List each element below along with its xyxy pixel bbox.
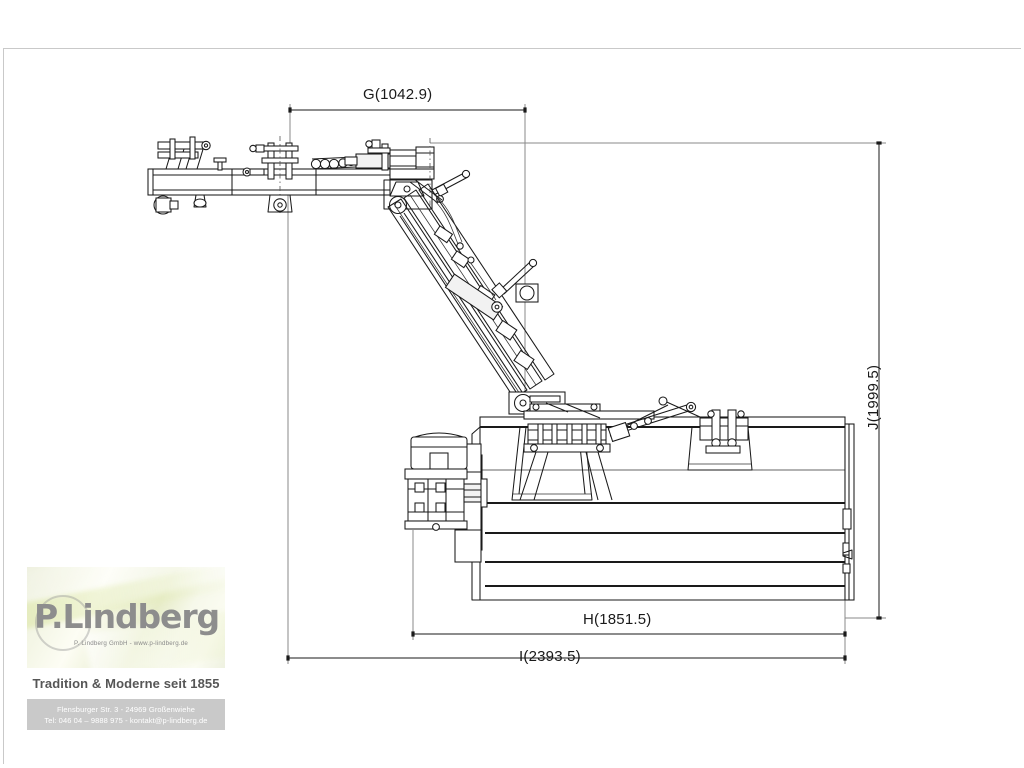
logo-address: Flensburger Str. 3 - 24969 Großenwiehe (56, 704, 196, 714)
dimension-i-label: I(2393.5) (519, 648, 581, 665)
logo-tagline: Tradition & Moderne seit 1855 (27, 668, 225, 699)
dimension-g-label: G(1042.9) (363, 86, 433, 103)
mulcher-head-body (449, 416, 855, 601)
boom-pivot-head (383, 169, 471, 215)
dimension-h-label: H(1851.5) (583, 611, 652, 628)
dimension-h (411, 530, 847, 640)
drawing-sheet-frame (3, 48, 1021, 764)
logo-subtitle: P. Lindberg GmbH - www.p-lindberg.de (74, 640, 189, 647)
hydraulic-hoses (433, 197, 497, 301)
dimension-j (430, 141, 886, 620)
logo-contact-band: Flensburger Str. 3 - 24969 Großenwiehe T… (27, 699, 225, 730)
logo-circle-icon (35, 595, 91, 651)
manufacturer-logo: P.Lindberg P. Lindberg GmbH - www.p-lind… (27, 567, 225, 730)
dimension-j-label: J(1999.5) (851, 210, 882, 430)
dimension-j-text: J(1999.5) (865, 364, 882, 430)
top-deck-drive-assembly (519, 396, 749, 501)
logo-phone-email: Tel: 046 04 – 9888 975 - kontakt@p-lindb… (44, 715, 208, 725)
three-point-hitch-frame (147, 136, 435, 215)
diagonal-boom-arm (387, 183, 555, 399)
gearbox-assembly (404, 432, 488, 531)
dimension-i (286, 180, 847, 664)
logo-artwork: P.Lindberg P. Lindberg GmbH - www.p-lind… (27, 567, 225, 679)
logo-wordmark: P.Lindberg (34, 597, 220, 636)
